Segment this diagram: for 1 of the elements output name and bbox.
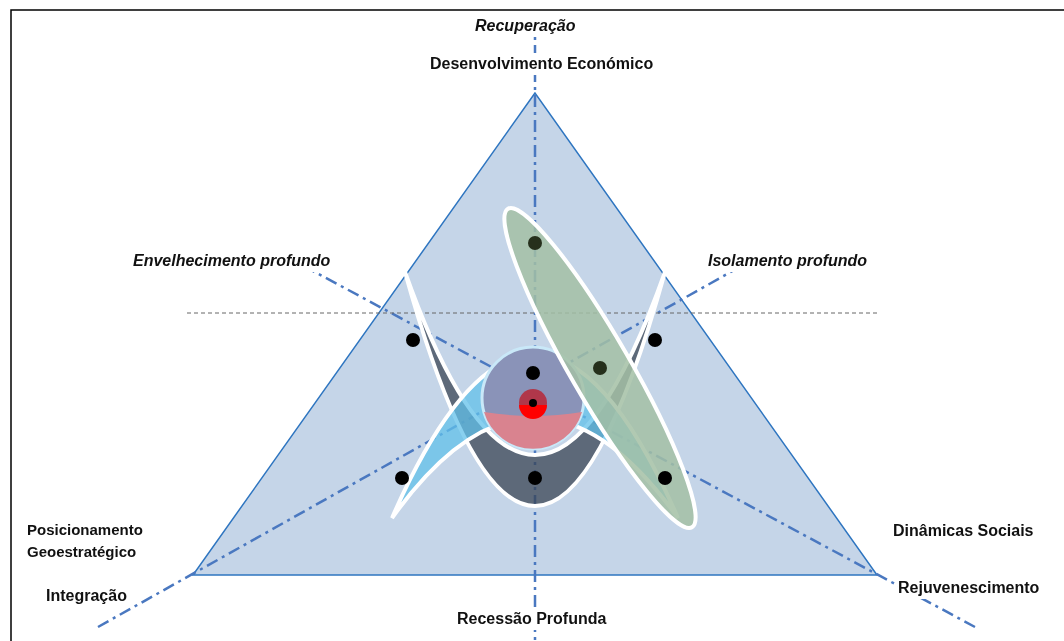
axis-label: Desenvolvimento Económico [430,53,654,75]
